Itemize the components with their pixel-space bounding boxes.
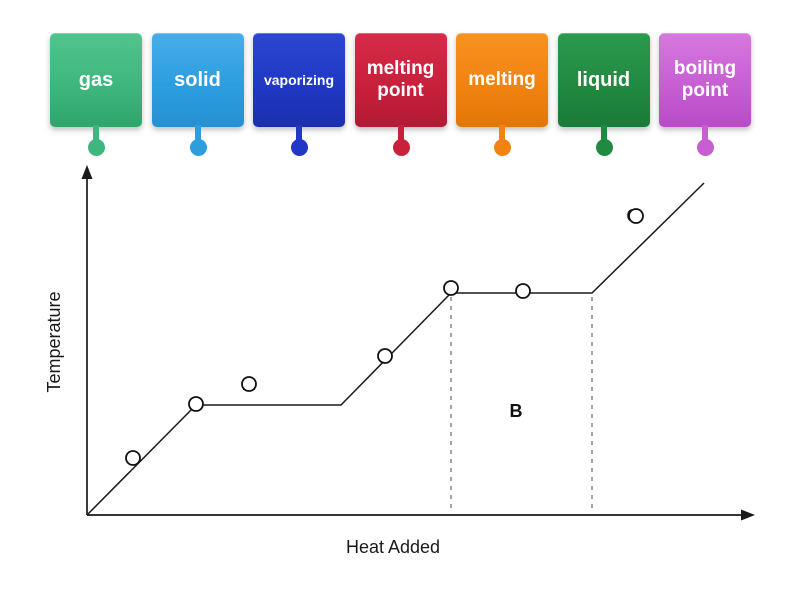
chip-pin-ball: [88, 139, 105, 156]
chip-pin-ball: [291, 139, 308, 156]
label-chip-boiling-point[interactable]: boiling point: [659, 33, 751, 157]
y-axis-arrowhead: [81, 165, 93, 179]
drop-target-circle-4[interactable]: [377, 348, 393, 364]
drop-target-circle-1[interactable]: [125, 450, 141, 466]
label-chip-melting[interactable]: melting: [456, 33, 548, 157]
label-chip-gas[interactable]: gas: [50, 33, 142, 157]
y-axis-label: Temperature: [44, 291, 64, 392]
label-chip-solid[interactable]: solid: [151, 33, 244, 157]
chip-pin-stem: [194, 125, 201, 141]
chip-pin-ball: [392, 139, 410, 156]
label-chip-vaporizing[interactable]: vaporizing: [253, 33, 345, 157]
label-chip-text: melting: [468, 69, 536, 91]
chip-pin-stem: [702, 125, 708, 141]
label-chip-box[interactable]: vaporizing: [253, 33, 345, 127]
drop-targets-layer: [125, 208, 644, 466]
label-tray: gas solid vaporizing melting point melting li…: [50, 33, 751, 157]
chip-pin-stem: [93, 125, 99, 141]
axes-layer: [81, 165, 755, 521]
x-axis-label: Heat Added: [346, 537, 440, 557]
x-axis-arrowhead: [741, 509, 755, 521]
region-letter-B: B: [510, 401, 523, 421]
label-chip-text: melting point: [366, 58, 435, 101]
label-chip-liquid[interactable]: liquid: [557, 33, 650, 157]
chip-pin-stem: [600, 125, 607, 141]
label-chip-text: vaporizing: [263, 71, 334, 88]
drop-target-circle-5[interactable]: [443, 280, 459, 296]
label-chip-box[interactable]: gas: [50, 33, 142, 127]
chip-pin-ball: [595, 139, 613, 156]
chip-pin-stem: [499, 125, 505, 141]
label-chip-box[interactable]: boiling point: [659, 33, 751, 127]
drop-target-circle-6[interactable]: [515, 283, 531, 299]
label-chip-box[interactable]: liquid: [557, 33, 650, 127]
label-chip-box[interactable]: melting point: [354, 33, 447, 127]
region-letters-layer: ABC: [243, 206, 640, 421]
label-chip-box[interactable]: solid: [151, 33, 244, 127]
label-chip-text: gas: [78, 68, 114, 91]
label-chip-melting-point[interactable]: melting point: [354, 33, 447, 157]
label-chip-text: liquid: [576, 68, 631, 91]
chip-pin-ball: [189, 139, 207, 156]
label-chip-text: boiling point: [673, 58, 737, 101]
curve-layer: [86, 182, 705, 516]
drop-target-circle-2[interactable]: [188, 396, 204, 412]
chip-pin-ball: [494, 139, 511, 156]
drop-target-circle-7[interactable]: [628, 208, 644, 224]
chip-pin-stem: [397, 125, 404, 141]
drop-target-circle-3[interactable]: [241, 376, 257, 392]
heating-curve-line: [86, 182, 705, 516]
label-chip-box[interactable]: melting: [456, 33, 548, 127]
chip-pin-ball: [697, 139, 714, 156]
label-chip-text: solid: [174, 68, 221, 91]
chip-pin-stem: [296, 125, 302, 141]
